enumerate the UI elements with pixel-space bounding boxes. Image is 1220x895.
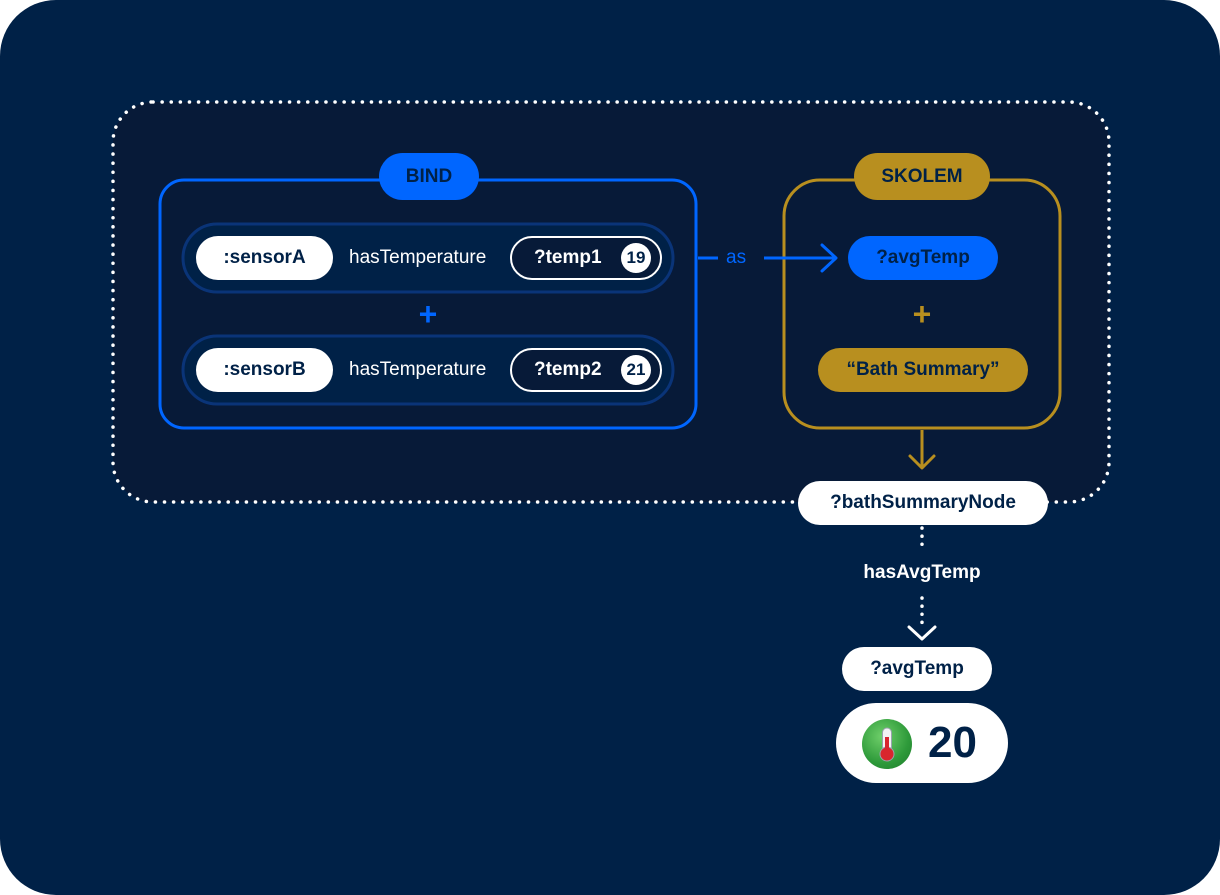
result-variable-avgtemp: ?avgTemp — [842, 647, 992, 691]
value-badge-21-text: 21 — [626, 360, 646, 379]
value-badge-19: 19 — [621, 243, 651, 273]
variable-temp1-text: ?temp1 — [534, 247, 602, 268]
bind-plus: + — [408, 294, 448, 334]
skolem-variable-text: ?avgTemp — [876, 247, 970, 268]
predicate-has-temperature-a: hasTemperature — [349, 236, 486, 280]
subject-sensor-a: :sensorA — [196, 236, 333, 280]
result-value-card: 20 — [836, 703, 1008, 783]
as-label: as — [726, 244, 746, 272]
subject-sensor-b: :sensorB — [196, 348, 333, 392]
edge-arrow-head — [907, 625, 937, 641]
bind-label: BIND — [379, 153, 479, 200]
predicate-has-temperature-b: hasTemperature — [349, 348, 486, 392]
result-variable-text: ?avgTemp — [870, 658, 964, 679]
skolem-literal-text: “Bath Summary” — [846, 359, 1000, 380]
as-arrow-head — [820, 243, 838, 273]
predicate-b-text: hasTemperature — [349, 359, 487, 380]
thermometer-icon — [862, 719, 912, 769]
result-value-text: 20 — [928, 703, 977, 783]
variable-temp2: ?temp2 21 — [510, 348, 662, 392]
edge-label-text: hasAvgTemp — [863, 562, 981, 583]
skolem-literal: “Bath Summary” — [818, 348, 1028, 392]
skolem-plus-text: + — [912, 295, 932, 332]
variable-temp2-text: ?temp2 — [534, 359, 602, 380]
edge-label-has-avg-temp: hasAvgTemp — [822, 558, 1022, 588]
bind-plus-text: + — [418, 295, 438, 332]
variable-temp1: ?temp1 19 — [510, 236, 662, 280]
subject-sensor-b-text: :sensorB — [223, 359, 306, 380]
predicate-a-text: hasTemperature — [349, 247, 487, 268]
skolem-label-text: SKOLEM — [881, 165, 963, 187]
value-badge-21: 21 — [621, 355, 651, 385]
skolem-plus: + — [902, 294, 942, 334]
value-badge-19-text: 19 — [626, 248, 646, 267]
skolem-variable-avgtemp: ?avgTemp — [848, 236, 998, 280]
bath-summary-node-text: ?bathSummaryNode — [830, 492, 1016, 513]
bind-label-text: BIND — [405, 165, 453, 187]
bath-summary-node: ?bathSummaryNode — [798, 481, 1048, 525]
skolem-down-arrow-head — [908, 454, 936, 470]
result-value-number: 20 — [928, 718, 977, 767]
as-label-text: as — [726, 247, 747, 268]
subject-sensor-a-text: :sensorA — [223, 247, 306, 268]
thermometer-glyph — [879, 727, 895, 762]
skolem-label: SKOLEM — [854, 153, 990, 200]
